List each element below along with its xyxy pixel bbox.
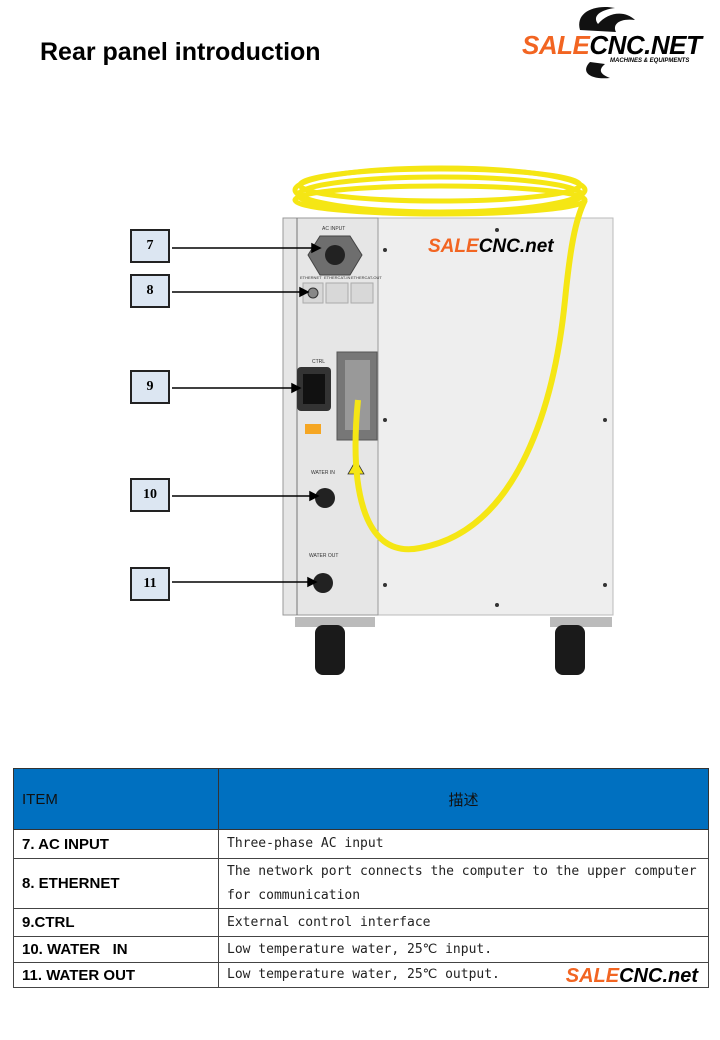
page-title: Rear panel introduction [40, 38, 321, 66]
callout-8: 8 [130, 274, 170, 308]
caster-wheels [295, 617, 612, 675]
svg-text:AC INPUT: AC INPUT [322, 226, 345, 232]
callout-9: 9 [130, 370, 170, 404]
table-header: ITEM 描述 [13, 768, 709, 830]
svg-text:WATER IN: WATER IN [311, 470, 335, 476]
svg-text:ETHERCAT-IN: ETHERCAT-IN [324, 275, 350, 280]
machine-brand-label: SALECNC.net [428, 236, 554, 257]
watermark-logo: SALECNC.net [565, 965, 698, 987]
ethernet-port [307, 287, 319, 299]
fiber-coil [292, 165, 588, 217]
logo-text: SALECNC.NET [522, 30, 702, 60]
header-description: 描述 [218, 768, 709, 830]
header-item: ITEM [13, 768, 219, 830]
row-description: Low temperature water, 25℃ output. [227, 967, 500, 982]
callout-arrows [172, 242, 322, 588]
callout-10: 10 [130, 478, 170, 512]
laser-machine-rear-view: AC INPUT ETHERNET ETHERCAT-IN ETHERCAT-O… [172, 165, 614, 675]
water-in-port [315, 488, 335, 508]
callout-11: 11 [130, 567, 170, 601]
logo-subtitle: MACHINES & EQUIPMENTS [610, 58, 690, 64]
svg-text:ETHERNET: ETHERNET [300, 275, 322, 280]
svg-text:CTRL: CTRL [312, 359, 325, 365]
dragon-icon [579, 6, 635, 79]
water-out-port [313, 573, 333, 593]
svg-text:ETHERCAT-OUT: ETHERCAT-OUT [351, 275, 382, 280]
salecnc-logo: SALECNC.NET MACHINES & EQUIPMENTS [520, 2, 715, 82]
svg-text:WATER OUT: WATER OUT [309, 553, 338, 559]
callout-7: 7 [130, 229, 170, 263]
fiber-cable [352, 198, 588, 553]
